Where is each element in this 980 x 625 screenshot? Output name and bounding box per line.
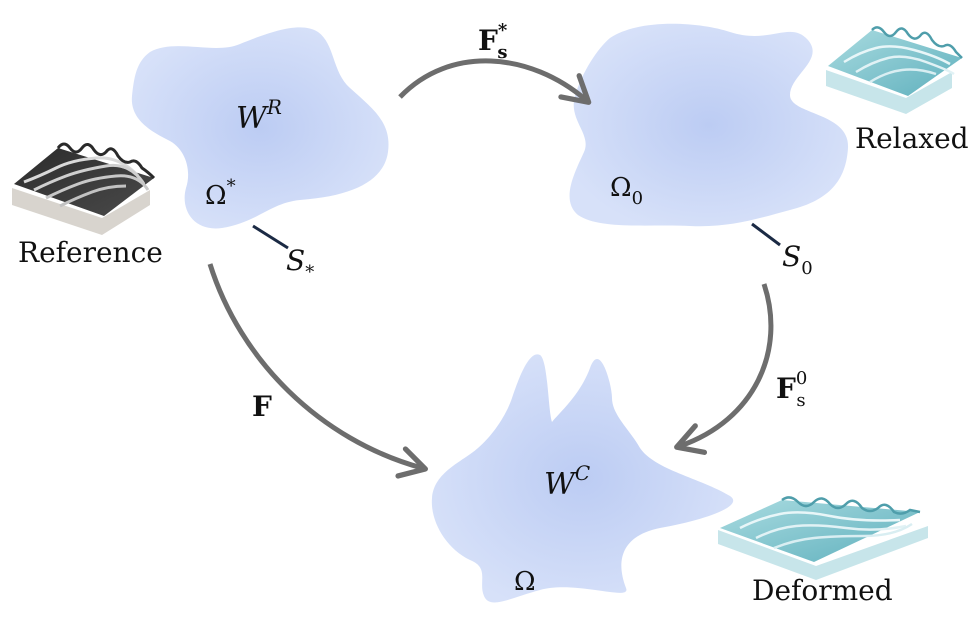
reference-surface-label: S*: [286, 244, 314, 283]
reference-energy-label: WR: [236, 95, 282, 136]
reference-sample-image: [12, 142, 156, 235]
relaxed-surface-label: S0: [782, 240, 813, 279]
deformed-domain-blob: [431, 354, 734, 603]
reference-domain-blob: [131, 27, 389, 229]
f-total-label: F: [252, 390, 272, 423]
arrow-reference-to-deformed: [207, 263, 428, 479]
reference-domain-label: Ω*: [205, 176, 236, 211]
deformed-energy-label: WC: [544, 461, 590, 502]
deformed-label: Deformed: [752, 574, 893, 607]
relaxed-surface-line: [751, 222, 781, 247]
reference-surface-line: [252, 224, 289, 250]
deformed-sample-image: [718, 496, 928, 580]
relaxed-domain-label: Ω0: [610, 173, 643, 209]
deformed-domain-label: Ω: [514, 567, 536, 597]
reference-label: Reference: [18, 236, 163, 269]
relaxed-sample-image: [826, 26, 963, 114]
arrow-relaxed-to-deformed: [674, 283, 774, 455]
relaxed-domain-blob: [569, 23, 849, 227]
arrow-reference-to-relaxed: [398, 58, 592, 105]
relaxed-label: Relaxed: [855, 122, 969, 155]
fs-star-label: F*s: [478, 20, 508, 63]
